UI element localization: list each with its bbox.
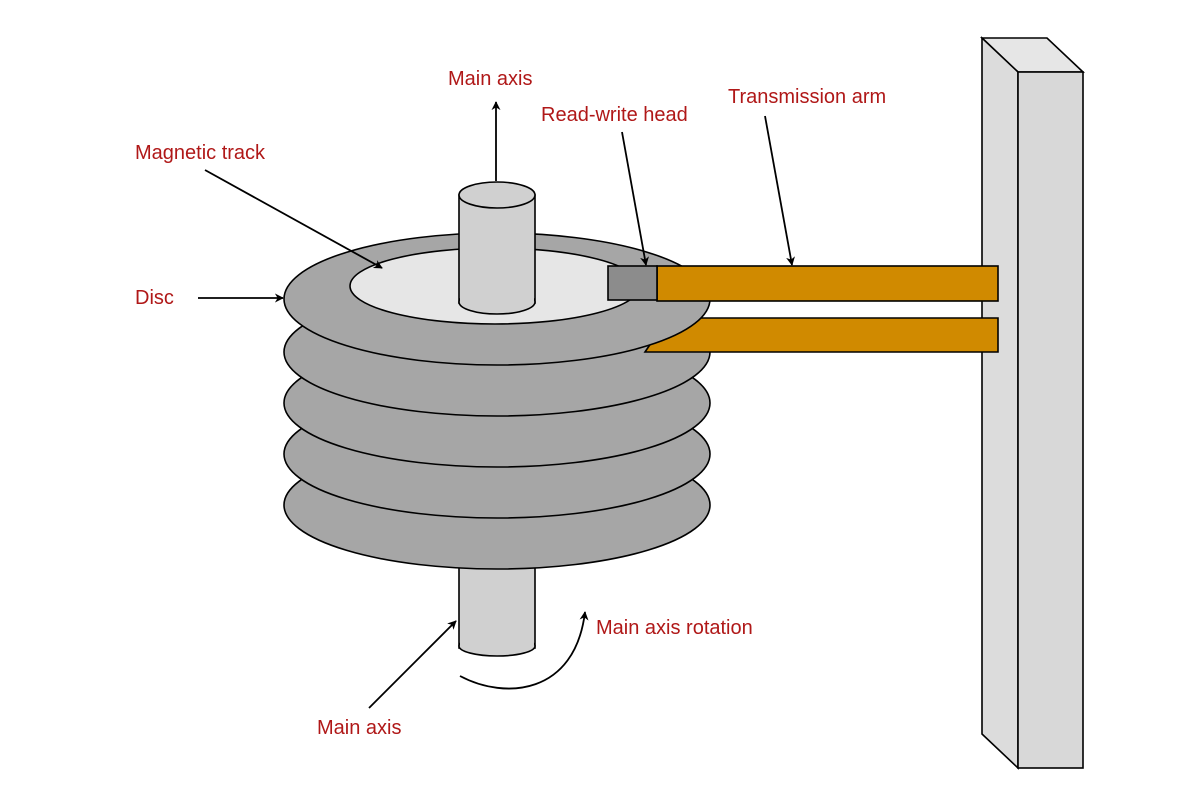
read-write-head bbox=[607, 265, 658, 301]
disc-label: Disc bbox=[135, 287, 174, 309]
upper-spindle bbox=[458, 181, 536, 315]
transmission-arm-label: Transmission arm bbox=[728, 86, 886, 108]
lower-axis-fill bbox=[460, 630, 534, 646]
labels: Main axis Read-write head Transmission a… bbox=[135, 68, 886, 739]
support-side-face bbox=[981, 36, 1019, 770]
support-front-face bbox=[1017, 71, 1084, 769]
upper-arm bbox=[607, 265, 999, 302]
main-axis-top-label: Main axis bbox=[448, 68, 532, 90]
read-write-head-label: Read-write head bbox=[541, 104, 688, 126]
support-column bbox=[979, 36, 1086, 770]
main-axis-rotation-label: Main axis rotation bbox=[596, 617, 753, 639]
main-axis-bottom-arrow bbox=[368, 620, 457, 709]
magnetic-track-arrow bbox=[204, 169, 383, 269]
lower-spindle bbox=[458, 559, 536, 657]
transmission-arm-arrow bbox=[764, 115, 795, 266]
rotation-arrow bbox=[459, 611, 589, 690]
read-write-head-arrow bbox=[621, 131, 649, 266]
magnetic-track-label: Magnetic track bbox=[135, 142, 266, 164]
upper-transmission-arm bbox=[656, 265, 999, 302]
lower-transmission-arm bbox=[643, 317, 999, 353]
upper-axis-fill bbox=[460, 280, 534, 302]
disc-stack bbox=[283, 287, 711, 570]
main-axis-bottom-label: Main axis bbox=[317, 717, 401, 739]
annotation-arrows bbox=[198, 101, 795, 709]
upper-axis-top bbox=[458, 181, 536, 209]
lower-arm bbox=[643, 317, 999, 353]
